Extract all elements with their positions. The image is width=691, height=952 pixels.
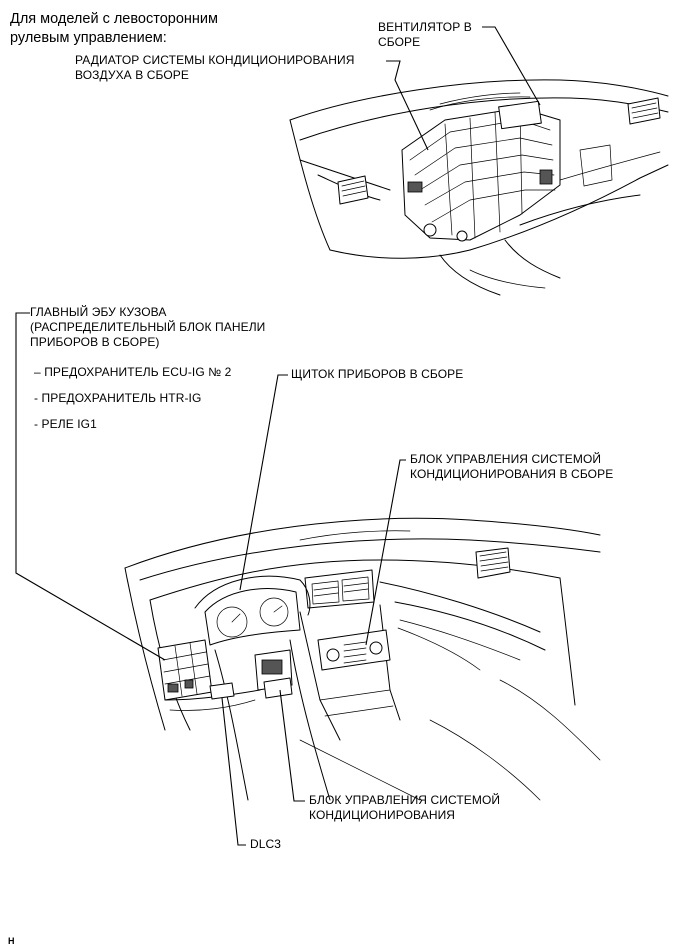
corner-code: H xyxy=(8,936,15,946)
ac-amplifier-label-line2: КОНДИЦИОНИРОВАНИЯ xyxy=(309,808,456,822)
bottom-dashboard-drawing xyxy=(15,312,601,846)
fuse-ecu-ig2-label: – ПРЕДОХРАНИТЕЛЬ ECU-IG № 2 xyxy=(34,365,232,379)
combination-meter xyxy=(194,575,311,646)
ac-control-assy-label-line2: КОНДИЦИОНИРОВАНИЯ В СБОРЕ xyxy=(410,467,614,481)
fuse-htr-ig-label: - ПРЕДОХРАНИТЕЛЬ HTR-IG xyxy=(34,391,202,405)
ac-control-panel xyxy=(317,629,391,671)
dlc3-connector xyxy=(209,682,235,700)
body-ecu-junction-block xyxy=(157,639,213,701)
dlc3-label: DLC3 xyxy=(250,837,282,851)
fan-label-line1: ВЕНТИЛЯТОР В xyxy=(378,20,472,34)
body-ecu-label-line1: ГЛАВНЫЙ ЭБУ КУЗОВА xyxy=(30,305,167,319)
ac-amplifier-label-line1: БЛОК УПРАВЛЕНИЯ СИСТЕМОЙ xyxy=(309,793,501,807)
radiator-label-line1: РАДИАТОР СИСТЕМЫ КОНДИЦИОНИРОВАНИЯ xyxy=(75,53,355,67)
fan-label-line2: СБОРЕ xyxy=(378,35,421,49)
body-ecu-label-line2: (РАСПРЕДЕЛИТЕЛЬНЫЙ БЛОК ПАНЕЛИ xyxy=(30,320,266,334)
top-dashboard-drawing xyxy=(289,26,669,296)
radiator-label-line2: ВОЗДУХА В СБОРЕ xyxy=(75,68,189,82)
models-note-line2: рулевым управлением: xyxy=(10,30,167,46)
relay-ig1-label: - РЕЛЕ IG1 xyxy=(34,417,97,431)
models-note-line1: Для моделей с левосторонним xyxy=(10,11,218,27)
heater-unit xyxy=(401,100,561,242)
combination-meter-label: ЩИТОК ПРИБОРОВ В СБОРЕ xyxy=(291,367,464,381)
ac-amplifier xyxy=(263,677,293,699)
ac-control-assy-label-line1: БЛОК УПРАВЛЕНИЯ СИСТЕМОЙ xyxy=(410,452,602,466)
body-ecu-label-line3: ПРИБОРОВ В СБОРЕ) xyxy=(30,335,160,349)
